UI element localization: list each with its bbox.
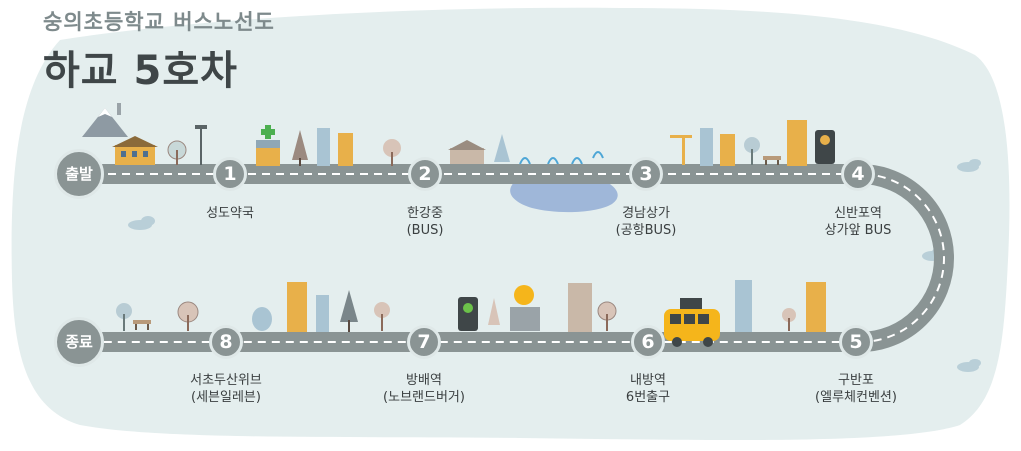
tree-icon (597, 301, 617, 331)
crane-icon (670, 135, 692, 165)
background-blob (11, 7, 1010, 441)
tree-icon (383, 139, 401, 166)
tree-icon (744, 137, 760, 165)
stop-6-marker: 6 (631, 325, 665, 359)
end-marker: 종료 (54, 317, 104, 367)
street-lamp-icon (195, 125, 207, 165)
bench-icon (763, 156, 781, 165)
bus-stop-sign-icon (815, 130, 835, 164)
tree-icon (177, 301, 199, 331)
bus-stop-sign-icon (458, 297, 478, 331)
restaurant-icon (510, 285, 540, 331)
stop-4-marker: 4 (841, 157, 875, 191)
building-icon (448, 140, 486, 164)
school-building-icon (112, 136, 158, 165)
stop-7-label: 방배역(노브랜드버거) (383, 373, 465, 405)
tree-icon (494, 134, 510, 162)
pharmacy-icon (256, 125, 280, 166)
stop-5-marker: 5 (839, 325, 873, 359)
stop-3-marker: 3 (629, 157, 663, 191)
tree-icon (782, 308, 796, 331)
tree-icon (292, 130, 308, 166)
tree-icon (116, 303, 132, 331)
route-title: 하교 5호차 (43, 48, 238, 94)
tree-icon (167, 140, 187, 165)
stop-1-label: 성도약국 (206, 206, 254, 221)
mountain-icon (82, 103, 128, 137)
start-marker: 출발 (54, 149, 104, 199)
stop-1-marker: 1 (213, 157, 247, 191)
road (80, 164, 954, 352)
stop-7-marker: 7 (407, 325, 441, 359)
building-icon (700, 120, 807, 166)
stop-2-label: 한강중(BUS) (406, 206, 444, 238)
bus-icon (664, 298, 720, 347)
stop-2-marker: 2 (408, 157, 442, 191)
tree-icon (340, 290, 358, 332)
building-icon (317, 128, 353, 166)
tree-icon (252, 307, 272, 331)
tree-icon (374, 302, 390, 331)
building-icon (287, 280, 826, 332)
fountain-icon (519, 151, 604, 165)
route-subtitle: 숭의초등학교 버스노선도 (43, 10, 275, 34)
bench-icon (133, 320, 151, 330)
tree-icon (488, 298, 500, 325)
stop-3-label: 경남상가(공항BUS) (615, 206, 677, 238)
stop-5-label: 구반포(엘루체컨벤션) (815, 373, 897, 405)
stop-8-marker: 8 (209, 325, 243, 359)
stop-8-label: 서초두산위브(세븐일레븐) (190, 373, 262, 405)
